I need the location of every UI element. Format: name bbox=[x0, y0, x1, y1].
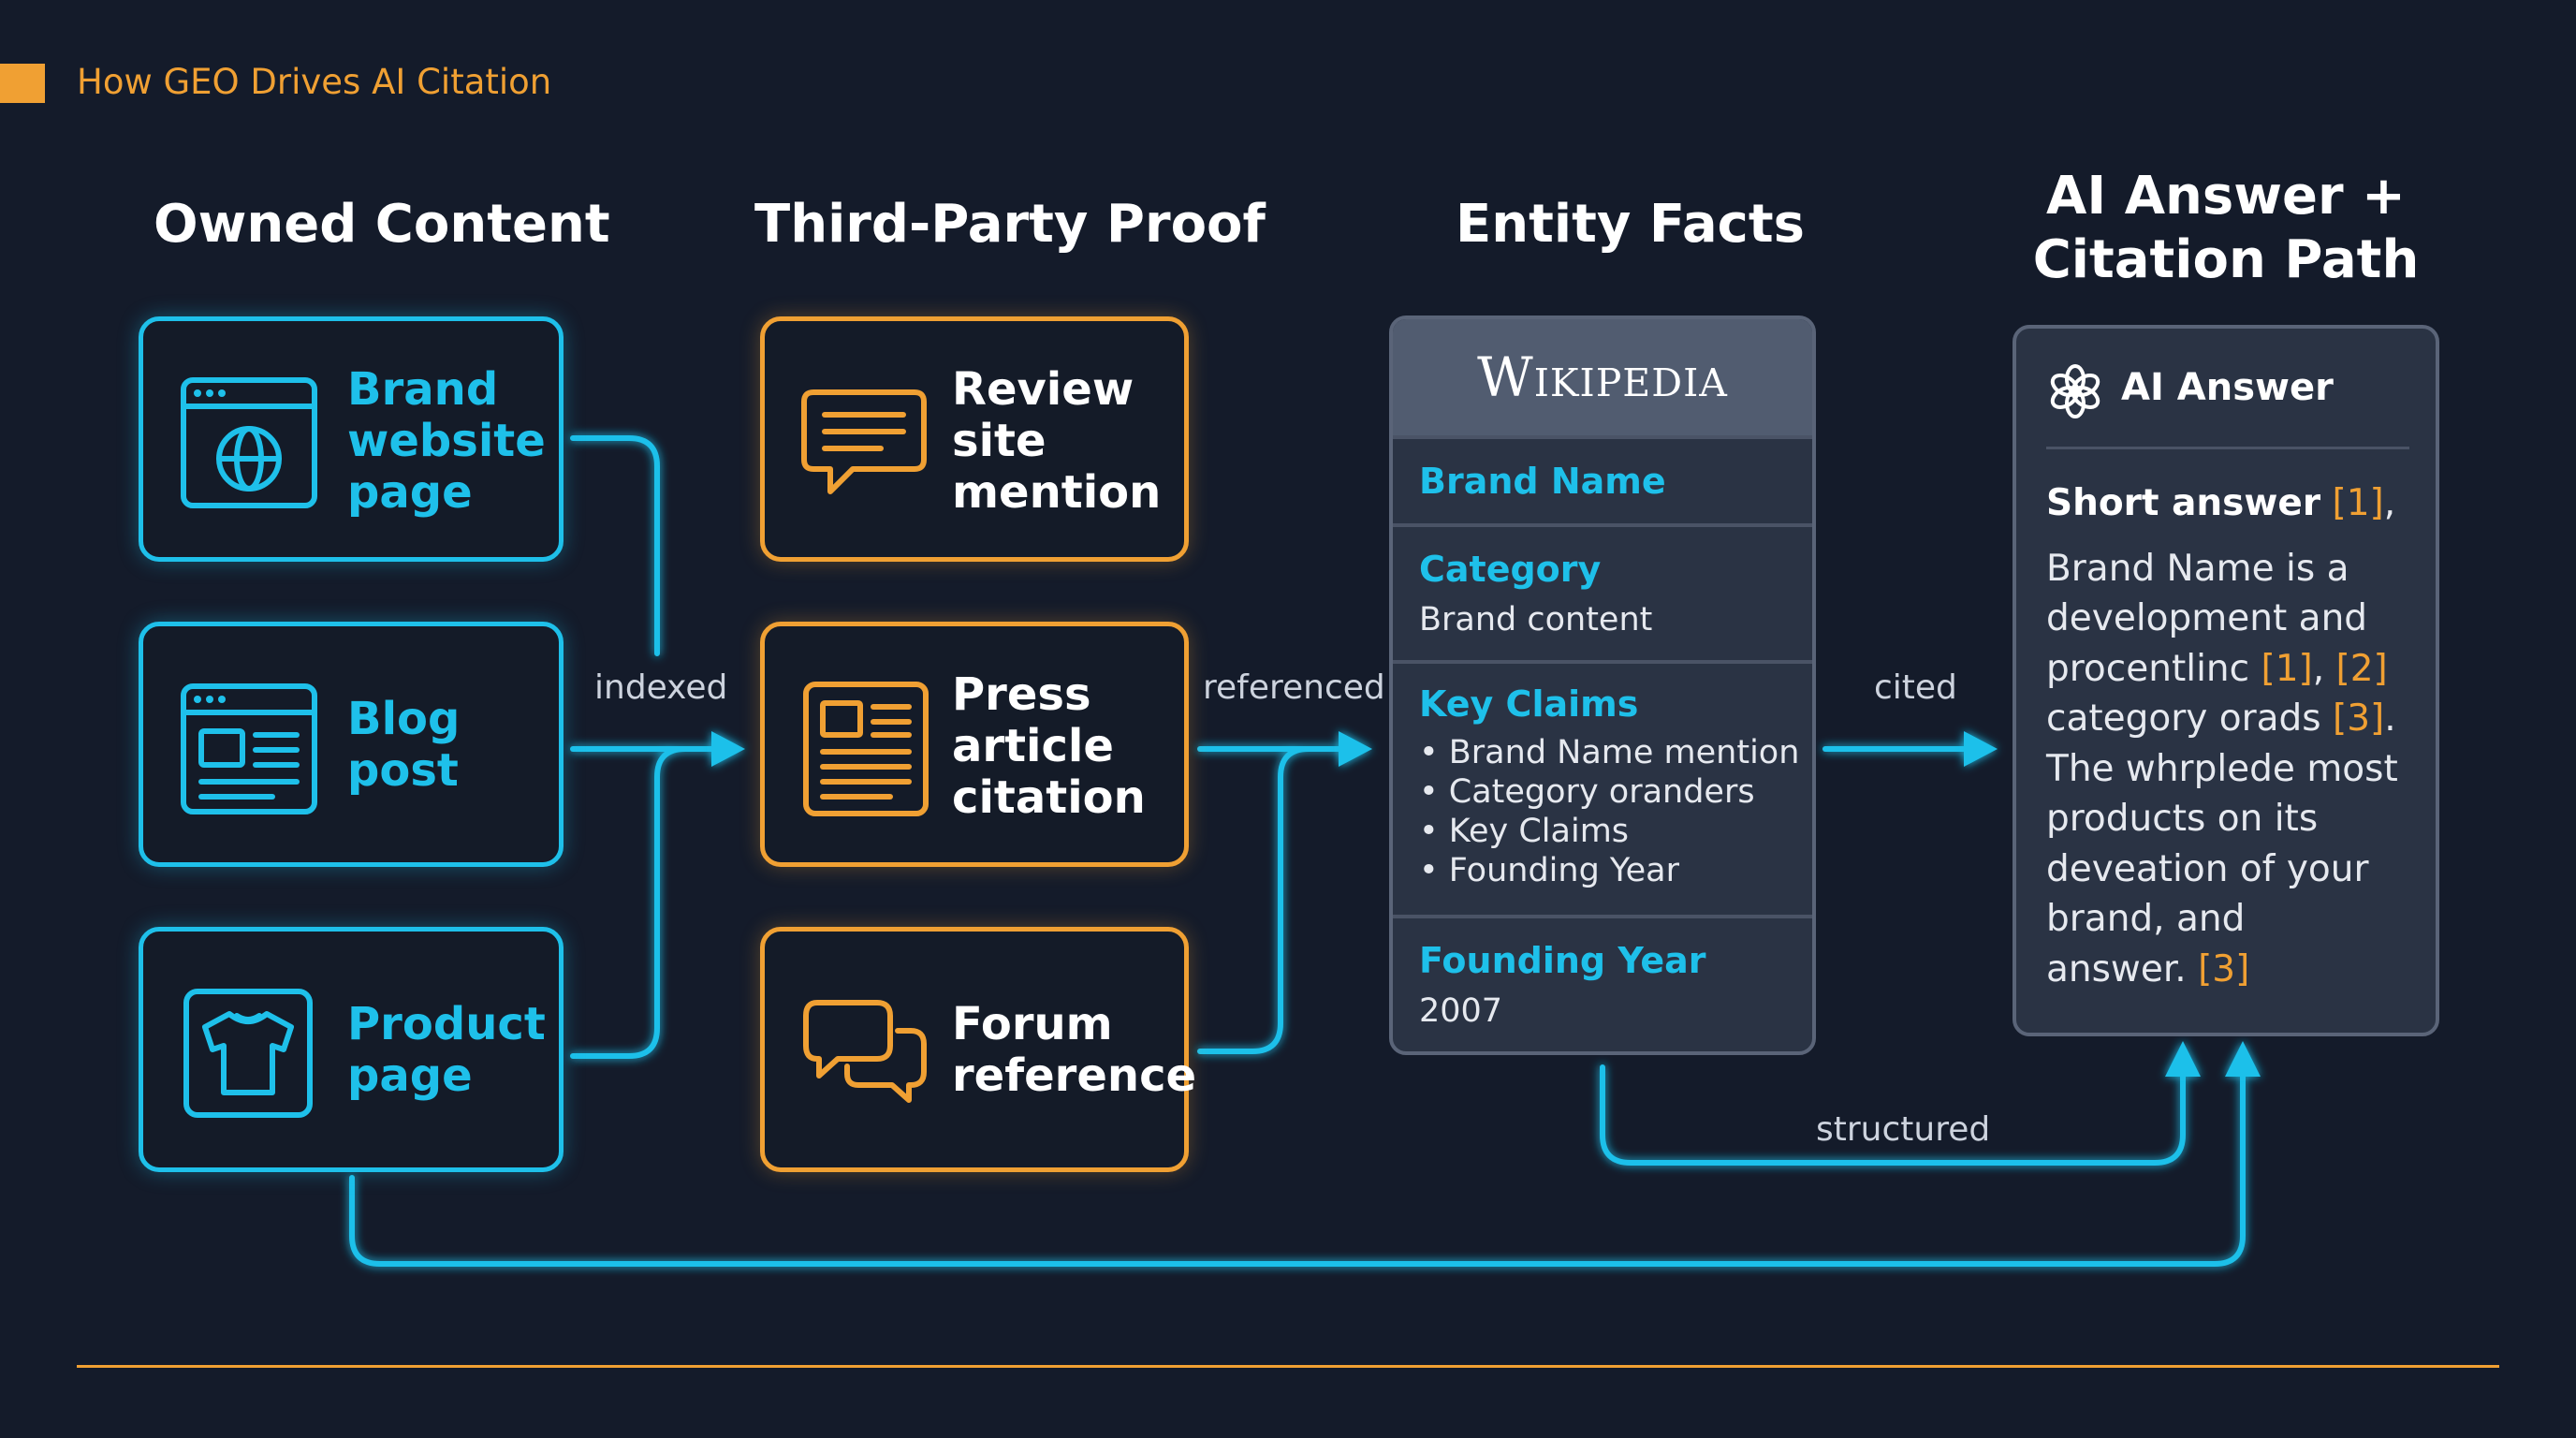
wiki-bullet: • Category oranders bbox=[1419, 773, 1755, 811]
node-label: Press article citation bbox=[952, 668, 1146, 824]
wiki-bullet: • Founding Year bbox=[1419, 852, 1680, 889]
edge-label-referenced: referenced bbox=[1203, 668, 1385, 707]
arrowhead-cited bbox=[1964, 731, 1998, 767]
citation-marker: [3] bbox=[2198, 947, 2250, 990]
wiki-key-brand-name: Brand Name bbox=[1419, 461, 1666, 502]
node-label: Blog post bbox=[347, 693, 461, 797]
edge-label-structured: structured bbox=[1816, 1110, 1991, 1149]
entity-facts-card: Wikipedia Brand Name Category Brand cont… bbox=[1389, 315, 1816, 1055]
ai-answer-title: AI Answer bbox=[2121, 366, 2334, 409]
browser-globe-icon bbox=[181, 377, 317, 508]
citation-marker: [2] bbox=[2335, 647, 2388, 690]
ai-line: brand, and bbox=[2046, 898, 2246, 940]
blog-layout-icon bbox=[181, 683, 317, 814]
wikipedia-wordmark: Wikipedia bbox=[1393, 319, 1812, 439]
node-label: Product page bbox=[347, 998, 546, 1102]
edge-brand-website-to-merge bbox=[570, 435, 660, 656]
ai-line: products on its bbox=[2046, 798, 2319, 840]
newspaper-icon bbox=[803, 682, 929, 816]
edge-product-to-ai-bottom bbox=[349, 1072, 2246, 1267]
node-label: Review site mention bbox=[952, 363, 1162, 519]
ai-line: procentlinc [1], [2] bbox=[2046, 647, 2388, 690]
ai-line: category orads [3]. bbox=[2046, 697, 2396, 740]
wiki-bullet: • Key Claims bbox=[1419, 813, 1630, 850]
column-title-ai-answer-citation-path: AI Answer + Citation Path bbox=[2032, 166, 2420, 290]
node-label: Brand website page bbox=[347, 363, 546, 519]
ai-line: Brand Name is a bbox=[2046, 547, 2349, 590]
chat-bubble-icon bbox=[801, 389, 927, 494]
node-review-site-mention: Review site mention bbox=[760, 316, 1189, 562]
arrowhead-bottom-loop bbox=[2225, 1041, 2261, 1077]
arrowhead-referenced bbox=[1339, 731, 1372, 767]
openai-logo-icon bbox=[2050, 364, 2100, 418]
wiki-key-key-claims: Key Claims bbox=[1419, 683, 1639, 725]
edge-forum-to-merge bbox=[1197, 746, 1311, 1054]
ai-answer-card: AI Answer Short answer [1], Brand Name i… bbox=[2012, 325, 2439, 1036]
ai-answer-text: Short answer [1], Brand Name is a develo… bbox=[2046, 478, 2421, 994]
ai-line: answer. [3] bbox=[2046, 947, 2250, 990]
ai-line: The whrplede most bbox=[2046, 747, 2398, 790]
ai-line: development and bbox=[2046, 597, 2368, 639]
arrowhead-indexed bbox=[711, 731, 745, 767]
wiki-section-founding-year: Founding Year 2007 bbox=[1393, 915, 1812, 1051]
node-press-article-citation: Press article citation bbox=[760, 622, 1189, 867]
wiki-bullet: • Brand Name mention bbox=[1419, 734, 1800, 771]
edge-label-indexed: indexed bbox=[594, 668, 728, 707]
edge-entity-structured-to-ai bbox=[1600, 1064, 2186, 1166]
arrowhead-structured bbox=[2165, 1041, 2201, 1077]
wiki-section-category: Category Brand content bbox=[1393, 523, 1812, 660]
ai-answer-divider bbox=[2046, 447, 2409, 449]
node-blog-post: Blog post bbox=[139, 622, 564, 867]
node-product-page: Product page bbox=[139, 927, 564, 1172]
ai-line: Short answer [1], bbox=[2046, 482, 2396, 524]
citation-marker: [1] bbox=[2261, 647, 2313, 690]
edge-product-to-merge bbox=[570, 746, 688, 1059]
column-title-entity-facts: Entity Facts bbox=[1456, 194, 1805, 255]
wiki-value-category: Brand content bbox=[1419, 601, 1653, 638]
wiki-key-category: Category bbox=[1419, 549, 1602, 590]
node-brand-website-page: Brand website page bbox=[139, 316, 564, 562]
wiki-section-brand-name: Brand Name bbox=[1393, 435, 1812, 523]
edge-label-cited: cited bbox=[1874, 668, 1957, 707]
citation-marker: [1] bbox=[2332, 482, 2384, 524]
wiki-key-founding-year: Founding Year bbox=[1419, 940, 1706, 981]
column-title-third-party-proof: Third-Party Proof bbox=[754, 194, 1266, 255]
footer-divider bbox=[77, 1365, 2499, 1368]
column-title-owned-content: Owned Content bbox=[154, 194, 610, 255]
ai-line: deveation of your bbox=[2046, 847, 2369, 890]
node-label: Forum reference bbox=[952, 998, 1197, 1102]
header-title: How GEO Drives AI Citation bbox=[77, 62, 552, 102]
citation-marker: [3] bbox=[2333, 697, 2385, 740]
forum-bubbles-icon bbox=[803, 1000, 927, 1103]
header-accent-bar bbox=[0, 64, 45, 103]
tshirt-icon bbox=[183, 989, 313, 1118]
node-forum-reference: Forum reference bbox=[760, 927, 1196, 1172]
wiki-value-founding-year: 2007 bbox=[1419, 992, 1503, 1030]
wiki-section-key-claims: Key Claims • Brand Name mention • Catego… bbox=[1393, 660, 1812, 915]
